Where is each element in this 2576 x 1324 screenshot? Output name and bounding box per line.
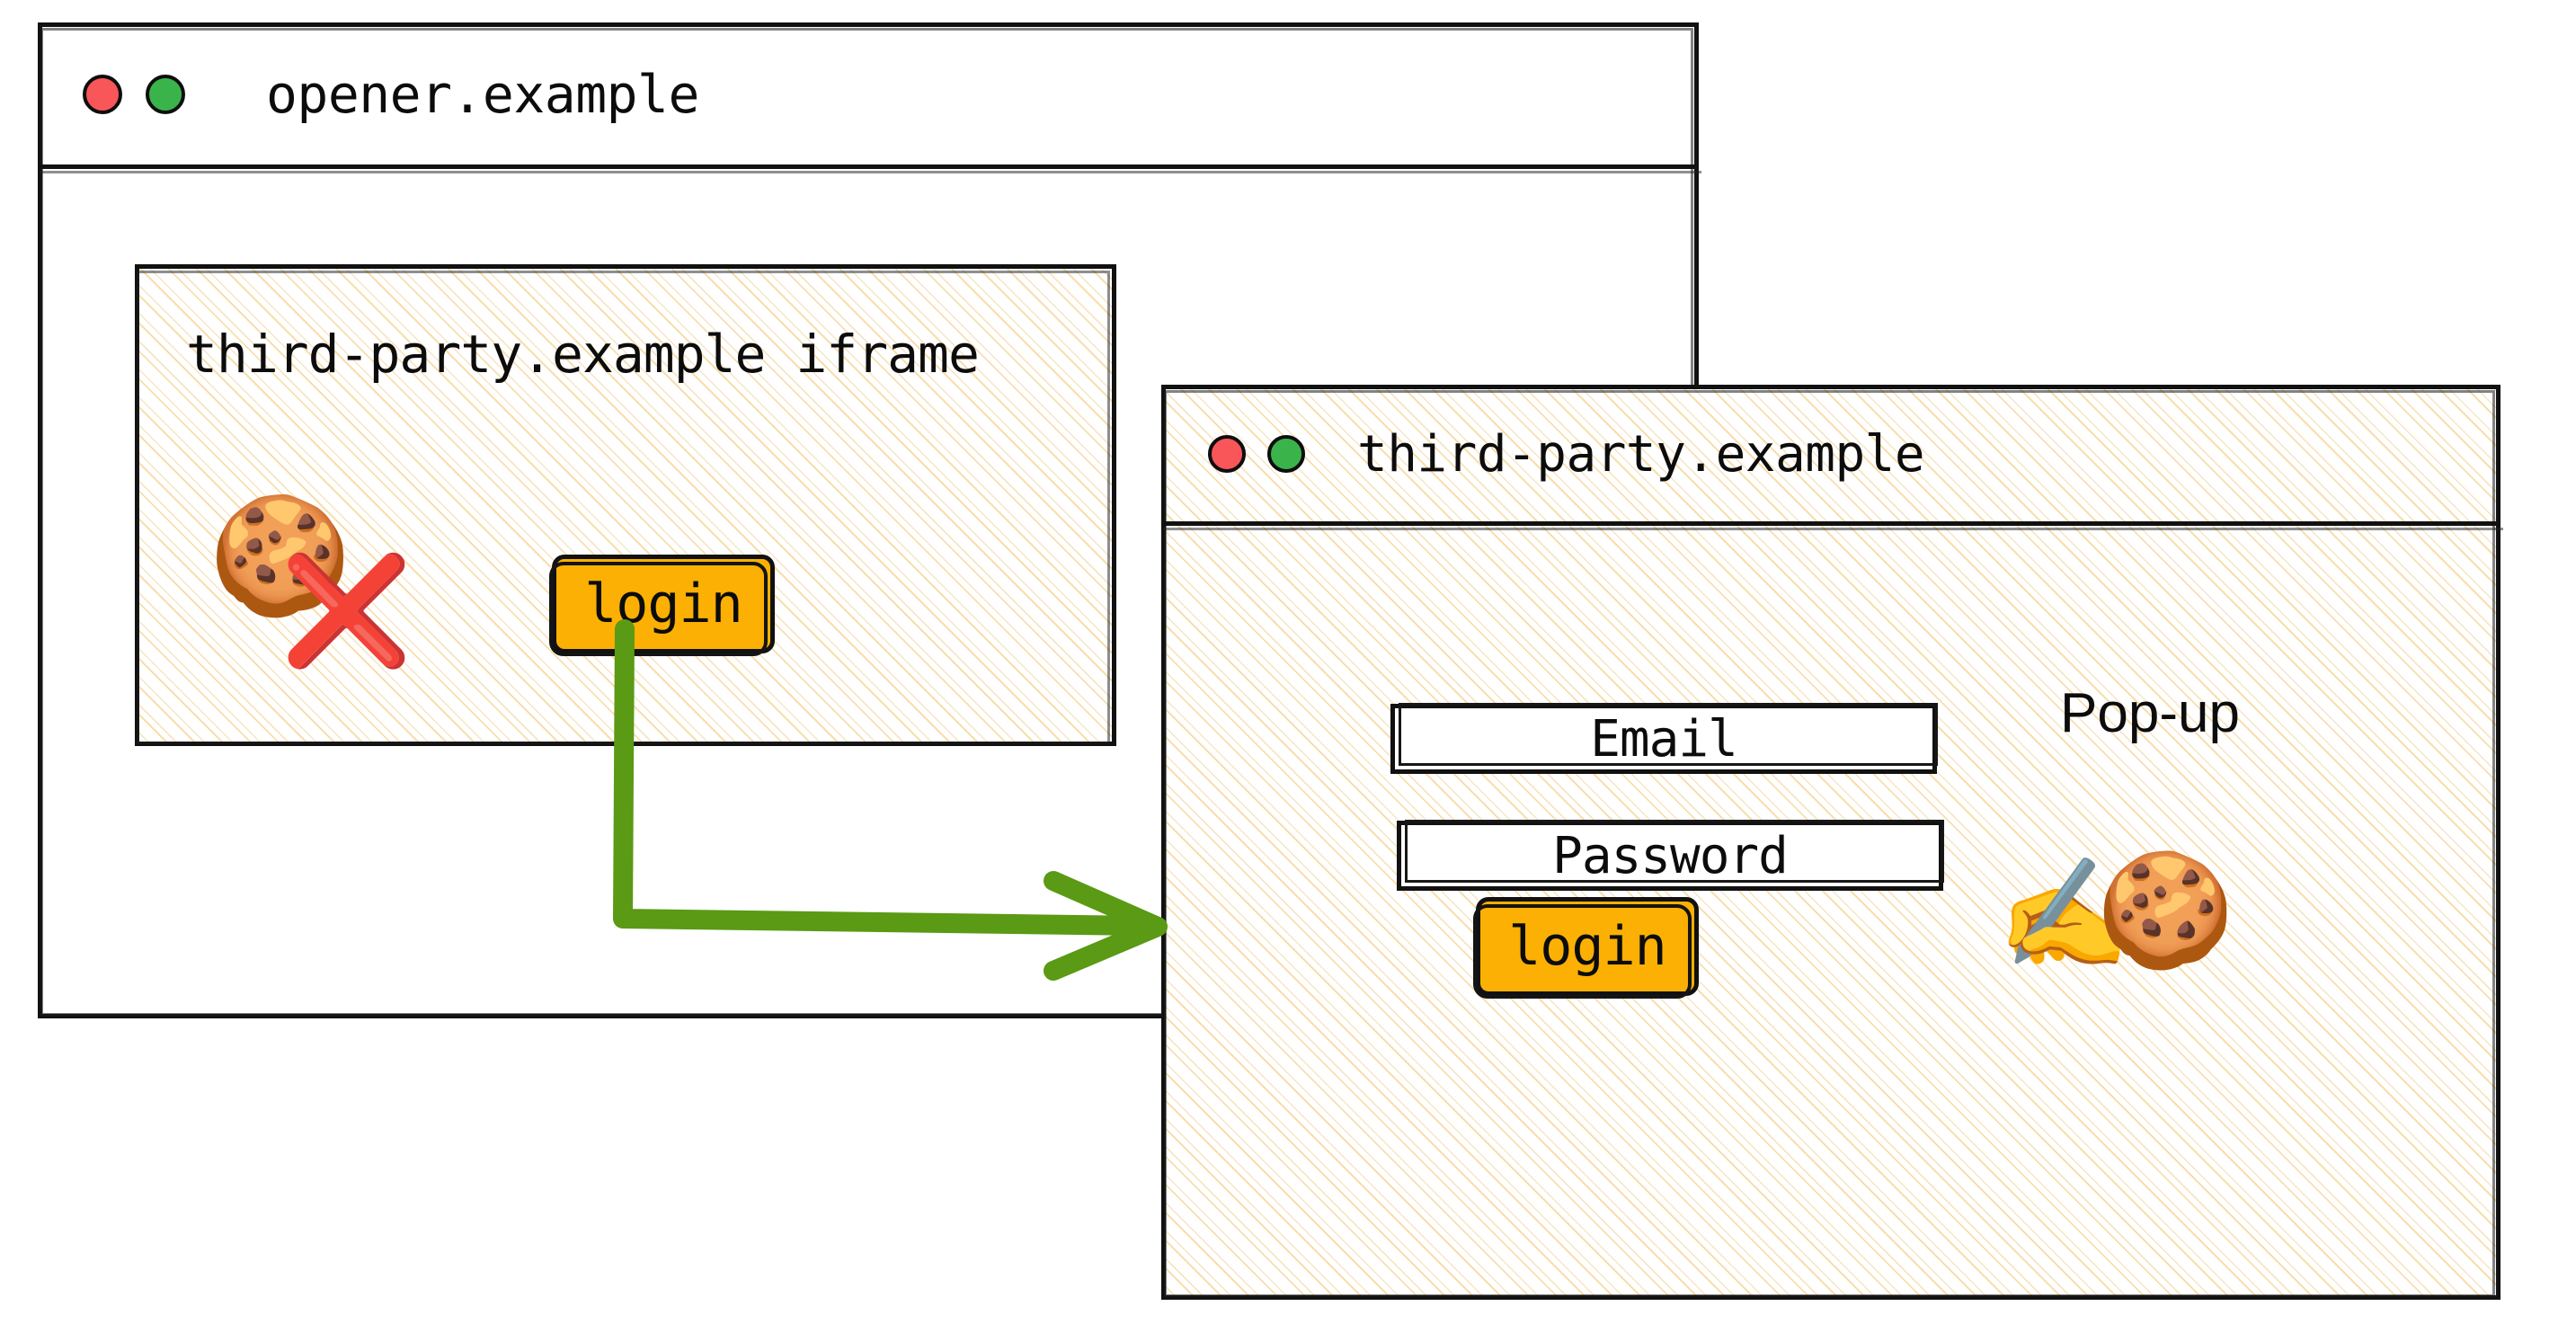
popup-titlebar-divider (1161, 521, 2503, 530)
cross-icon: ❌ (280, 548, 413, 672)
opener-window-title: opener.example (266, 64, 699, 125)
cookie-icon: 🍪 (2096, 846, 2235, 975)
maximize-dot[interactable] (1267, 435, 1305, 473)
popup-window: third-party.example Pop-up Email Passwor… (1161, 385, 2503, 1300)
close-dot[interactable] (1208, 435, 1246, 473)
iframe-login-button[interactable]: login (549, 555, 775, 656)
iframe-login-button-label: login (584, 573, 743, 635)
popup-titlebar: third-party.example (1161, 385, 2500, 523)
email-field-value: Email (1590, 709, 1738, 769)
opener-titlebar-divider (38, 164, 1701, 173)
popup-login-button[interactable]: login (1473, 897, 1699, 999)
popup-window-border (1161, 385, 2500, 1300)
close-dot[interactable] (83, 75, 122, 114)
popup-caption: Pop-up (2060, 682, 2240, 744)
cookie-icon: 🍪 (209, 489, 352, 623)
password-field-value: Password (1552, 826, 1789, 885)
writing-hand-icon: ✍️ (1997, 852, 2132, 977)
popup-window-title: third-party.example (1357, 424, 1925, 484)
maximize-dot[interactable] (146, 75, 185, 114)
iframe-title-label: third-party.example iframe (186, 324, 980, 385)
email-field[interactable]: Email (1390, 703, 1938, 774)
popup-login-button-label: login (1508, 915, 1667, 978)
password-field[interactable]: Password (1397, 820, 1944, 891)
opener-titlebar: opener.example (38, 22, 1699, 166)
